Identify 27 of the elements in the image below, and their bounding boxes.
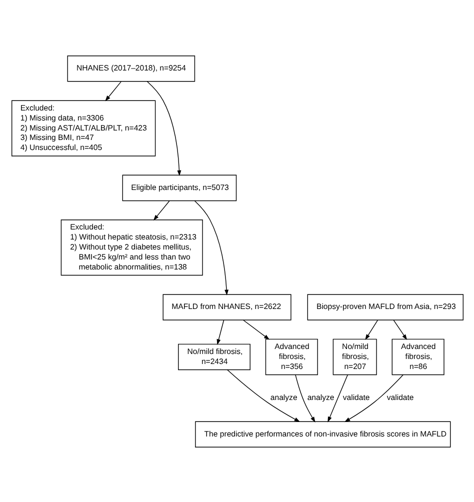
edge-label: analyze	[306, 392, 334, 402]
edge-label: analyze	[270, 392, 297, 402]
arrow	[294, 374, 315, 422]
node-box: MAFLD from NHANES, n=2622	[162, 294, 291, 320]
edge-label: validate	[342, 392, 370, 402]
arrow	[104, 80, 121, 101]
arrow	[364, 319, 378, 340]
node-box: Excluded: 1) Missing data, n=3306 2) Missing AST/ALT/ALB/PLT, n=423 3) Missing BMI, n=47 4) Unsuccessful, n=405	[10, 100, 156, 156]
arrow	[226, 368, 300, 422]
arrow	[327, 374, 348, 422]
arrow	[146, 80, 181, 176]
node-box: Biopsy-proven MAFLD from Asia, n=293	[306, 294, 464, 320]
node-box: Excluded: 1) Without hepatic steatosis, n=2313 2) Without type 2 diabetes mellitus, BMI<25 kg/m² and less than two metabolic abnormalities, n=138	[60, 219, 202, 276]
node-box: The predictive performances of non-invasive fibrosis scores in MAFLD	[194, 420, 450, 447]
node-box: NHANES (2017–2018), n=9254	[66, 55, 195, 82]
node-box: No/mild fibrosis, n=2434	[178, 343, 250, 370]
arrow	[216, 319, 224, 344]
arrow	[152, 200, 170, 220]
node-box: No/mild fibrosis, n=207	[332, 338, 376, 375]
arrow	[194, 200, 228, 295]
node-box: Advanced fibrosis, n=356	[264, 338, 318, 375]
arrow	[344, 374, 403, 422]
arrow	[392, 319, 407, 340]
node-box: Advanced fibrosis, n=86	[391, 338, 444, 375]
edge-label: validate	[386, 392, 414, 402]
node-box: Eligible participants, n=5073	[122, 174, 236, 201]
arrow	[242, 319, 270, 340]
